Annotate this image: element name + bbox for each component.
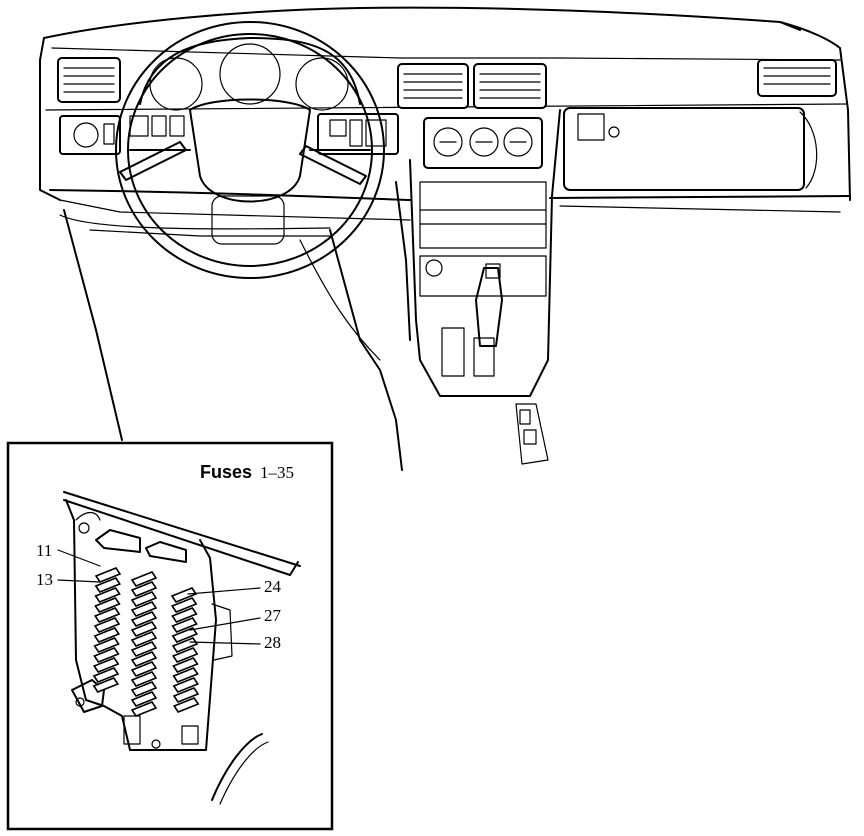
right-air-vent	[757, 59, 837, 97]
fuse	[130, 671, 158, 687]
center-console	[409, 109, 561, 465]
fuse	[130, 701, 158, 717]
fuse	[172, 657, 199, 673]
fuse-column-left	[92, 567, 122, 693]
fuse	[94, 597, 121, 613]
fuse-column-right	[170, 587, 200, 713]
fuse	[130, 651, 158, 667]
fuse-box-inset: Fuses 1–35	[6, 441, 334, 831]
inset-frame	[6, 441, 334, 831]
fuse	[130, 691, 158, 707]
fuse	[93, 637, 120, 653]
fuse	[130, 591, 158, 607]
callout-label-28: 28	[264, 633, 281, 652]
left-switch-panel	[59, 115, 121, 155]
inset-title: Fuses	[200, 462, 252, 482]
fuse	[130, 611, 158, 627]
fuse	[130, 641, 158, 657]
callout-13: 13	[36, 570, 101, 589]
fuse-column-middle	[130, 571, 158, 717]
fuse	[130, 661, 158, 677]
center-air-vent-right	[473, 63, 547, 109]
fuse	[171, 647, 199, 663]
fuse	[130, 571, 158, 587]
right-switch-panel	[317, 113, 399, 155]
fuse	[130, 601, 158, 617]
fuse	[94, 577, 122, 593]
steering-wheel	[115, 21, 385, 279]
fuse	[171, 617, 198, 633]
callout-24: 24	[187, 577, 282, 596]
fuse	[171, 607, 198, 623]
left-air-vent	[57, 57, 121, 103]
fuse	[130, 581, 158, 597]
climate-control-panel	[423, 117, 543, 169]
fuse	[130, 621, 158, 637]
fuse	[94, 587, 121, 603]
lower-dash-panels	[63, 181, 411, 471]
callout-11: 11	[36, 541, 101, 567]
fuse	[93, 617, 121, 633]
glove-box	[563, 107, 818, 191]
callout-28: 28	[189, 633, 281, 652]
fuse	[170, 597, 198, 613]
inset-title-range: 1–35	[260, 463, 294, 482]
fuse	[170, 587, 198, 603]
callout-27: 27	[189, 606, 282, 631]
fuse	[171, 627, 199, 643]
callout-label-24: 24	[264, 577, 282, 596]
fuse	[172, 697, 200, 713]
fuse	[172, 677, 200, 693]
fuse	[93, 647, 120, 663]
callout-label-13: 13	[36, 570, 53, 589]
fuse	[92, 657, 120, 673]
fuse	[93, 627, 121, 643]
fuse	[130, 631, 158, 647]
fuse	[94, 567, 122, 583]
fuse	[92, 667, 120, 683]
fuse	[130, 681, 158, 697]
fuse	[92, 677, 120, 693]
callout-label-27: 27	[264, 606, 282, 625]
center-air-vent-left	[397, 63, 469, 109]
fuse	[172, 687, 200, 703]
fuse	[172, 667, 199, 683]
fuse	[93, 607, 121, 623]
callout-label-11: 11	[36, 541, 52, 560]
